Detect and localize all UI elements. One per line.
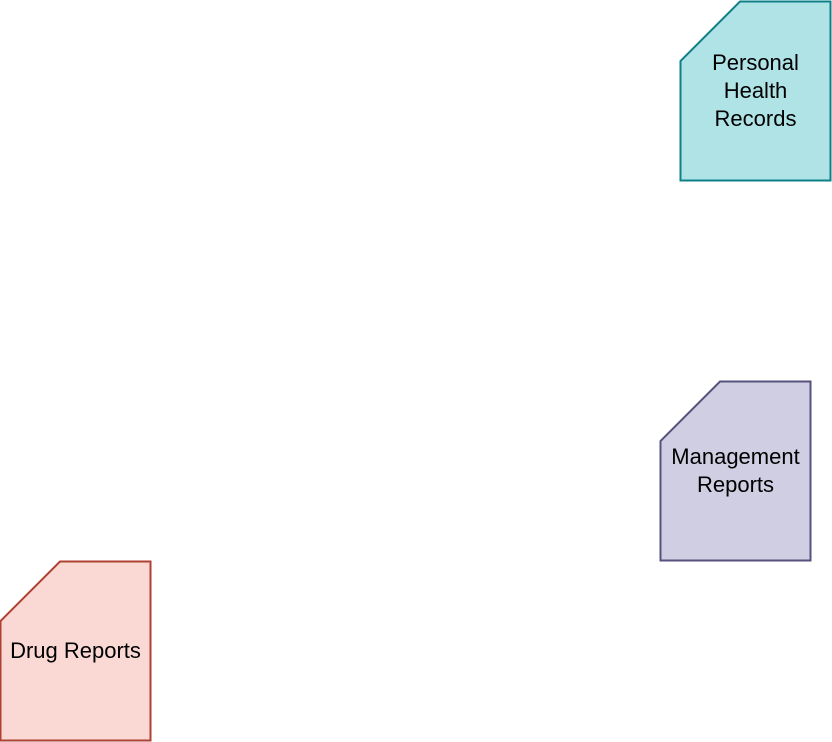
drug-reports-card[interactable]: Drug Reports xyxy=(0,560,152,742)
card-shape xyxy=(679,0,832,182)
management-reports-card[interactable]: Management Reports xyxy=(659,380,812,562)
personal-health-records-label: Personal Health Records xyxy=(712,50,799,131)
card-shape xyxy=(659,380,812,562)
management-reports-label: Management Reports xyxy=(671,444,800,497)
drug-reports-label: Drug Reports xyxy=(10,638,141,663)
personal-health-records-card[interactable]: Personal Health Records xyxy=(679,0,832,182)
card-shape xyxy=(0,560,152,742)
